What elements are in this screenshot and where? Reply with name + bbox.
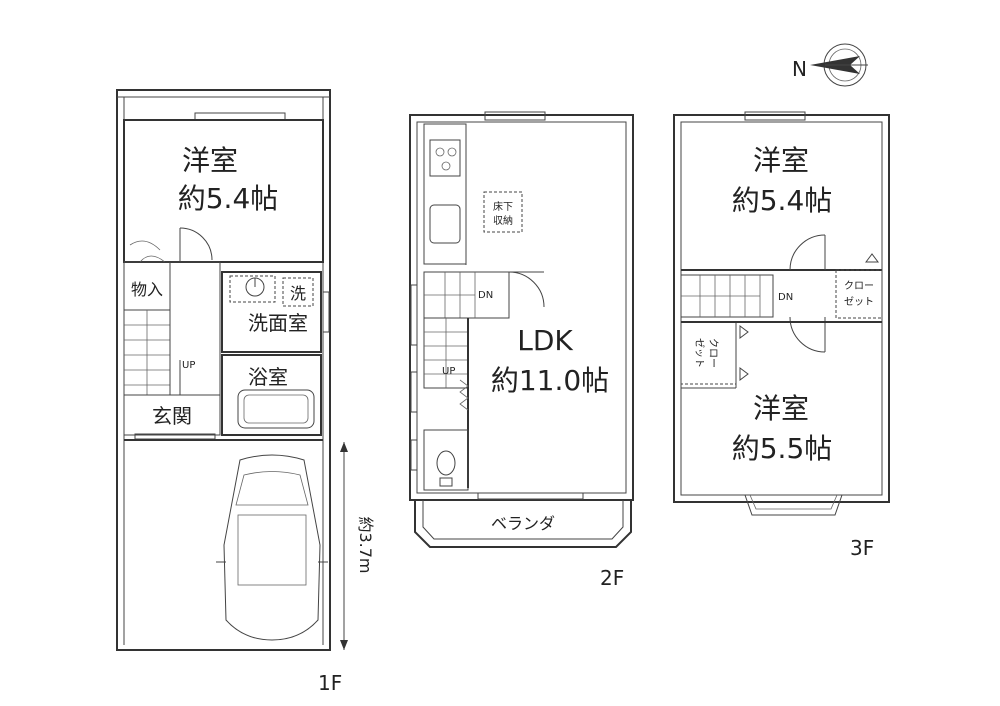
window bbox=[484, 111, 546, 121]
floor-1-stairs-up: UP bbox=[182, 360, 195, 371]
floor-1-washer-label: 洗 bbox=[290, 284, 306, 303]
floor-3-label: 3F bbox=[850, 536, 874, 560]
window bbox=[194, 112, 286, 121]
floor-1-label: 1F bbox=[318, 671, 342, 695]
floor-2-plan: 床下 収納 LDK 約11.0帖 DN UP ベランダ 2F bbox=[409, 111, 634, 590]
car-icon bbox=[216, 454, 328, 641]
door-swing bbox=[179, 227, 213, 261]
floor-3-bedroom-north-name: 洋室 bbox=[753, 144, 809, 177]
closet-left-line2: ゼット bbox=[693, 338, 705, 368]
floor-2-balcony bbox=[414, 500, 632, 548]
floor-1-bath-label: 浴室 bbox=[248, 365, 288, 389]
sink-icon bbox=[429, 204, 461, 244]
floor-2-balcony-label: ベランダ bbox=[491, 514, 555, 533]
floor-2-toilet bbox=[423, 429, 469, 491]
floor-1-entrance-label: 玄関 bbox=[152, 404, 192, 428]
floor-1-washroom bbox=[221, 271, 322, 353]
floor-3-bedroom-south-size: 約5.5帖 bbox=[732, 432, 833, 465]
bathtub bbox=[237, 389, 315, 429]
floor-2-ldk-name: LDK bbox=[517, 324, 573, 357]
floor-1-entrance bbox=[123, 394, 221, 436]
door-swing bbox=[508, 271, 545, 308]
floor-2-ldk-size: 約11.0帖 bbox=[491, 364, 609, 397]
floor-1-parking-length: 約3.7m bbox=[356, 516, 375, 573]
underfloor-storage-line1: 床下 bbox=[493, 200, 513, 213]
floor-3-closet-right bbox=[835, 269, 883, 319]
floor-1-washroom-label: 洗面室 bbox=[248, 311, 308, 335]
compass-north-label: N bbox=[792, 57, 807, 81]
floor-3-outline bbox=[673, 114, 890, 503]
window bbox=[477, 492, 584, 500]
floor-1-bedroom-size: 約5.4帖 bbox=[178, 182, 279, 215]
closet-right-line1: クロー bbox=[844, 280, 874, 292]
compass-icon: N bbox=[792, 43, 868, 87]
floor-2-outline bbox=[409, 114, 634, 501]
door-swing bbox=[789, 234, 826, 271]
toilet-icon bbox=[436, 450, 456, 476]
closet-left-line1: クロー bbox=[707, 338, 719, 368]
floor-1-bedroom-name: 洋室 bbox=[182, 144, 238, 177]
floor-1-bath bbox=[221, 354, 322, 436]
bay-window bbox=[744, 494, 843, 516]
closet-right-line2: ゼット bbox=[844, 296, 874, 308]
floor-1-outline bbox=[116, 89, 331, 651]
underfloor-storage-line2: 収納 bbox=[493, 214, 513, 227]
floor-2-label: 2F bbox=[600, 566, 624, 590]
floor-2-stairs-dn: DN bbox=[478, 290, 493, 301]
floor-1-plan: 洋室 約5.4帖 物入 UP 洗 洗面室 浴室 bbox=[116, 89, 375, 695]
floor-3-bedroom-south-name: 洋室 bbox=[753, 392, 809, 425]
floor-2-stairs-up: UP bbox=[442, 366, 455, 377]
floor-3-bedroom-north-size: 約5.4帖 bbox=[732, 184, 833, 217]
floor-3-plan: 洋室 約5.4帖 DN クロー ゼット クロー ゼット 洋室 約5.5帖 bbox=[673, 111, 890, 560]
stove-icon bbox=[429, 139, 461, 177]
floor-1-storage-label: 物入 bbox=[131, 280, 163, 299]
floor-1-bedroom bbox=[123, 119, 324, 263]
washer-space bbox=[282, 277, 314, 307]
door-swing bbox=[789, 316, 826, 353]
floor-3-stairs-dn: DN bbox=[778, 292, 793, 303]
window bbox=[744, 111, 806, 121]
underfloor-storage bbox=[483, 191, 523, 233]
